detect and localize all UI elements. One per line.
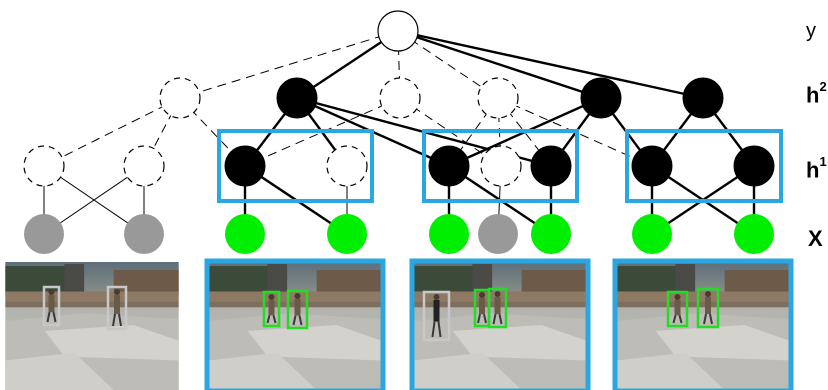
frame-3-highlight <box>409 258 591 390</box>
frame-2-highlight <box>204 258 386 390</box>
node-h1-7 <box>530 145 572 187</box>
edge-y-h2-6 <box>397 29 704 100</box>
frame-4-highlight <box>612 258 794 390</box>
video-frames <box>5 258 794 390</box>
node-x-9 <box>734 214 774 254</box>
group-2-box <box>422 129 579 203</box>
node-h1-9 <box>733 145 775 187</box>
pedestrian-leg <box>672 315 677 324</box>
node-x-2 <box>124 214 164 254</box>
pedestrian-leg <box>46 311 51 323</box>
edge-h2-3-h1-3 <box>244 97 401 167</box>
frame-4 <box>612 258 794 390</box>
detection-box-gray <box>106 285 128 331</box>
pedestrian-leg <box>492 313 497 325</box>
node-h1-6 <box>480 145 522 187</box>
frame-2 <box>204 258 386 390</box>
pedestrian-leg <box>118 313 122 327</box>
node-x-8 <box>632 214 672 254</box>
pedestrian-head <box>294 293 301 299</box>
detection-box-green <box>696 287 720 329</box>
pedestrian-head <box>479 292 485 298</box>
frame-2-image <box>208 262 382 390</box>
pedestrian-head <box>268 294 275 300</box>
label-h1: h1 <box>806 154 827 183</box>
node-x-4 <box>327 214 367 254</box>
pedestrian-head <box>114 289 120 295</box>
node-h1-8 <box>631 145 673 187</box>
pedestrian-leg <box>431 321 436 338</box>
pedestrian-head <box>433 294 440 300</box>
node-h2-5 <box>580 77 622 119</box>
edge-h2-1-h1-1 <box>43 97 181 167</box>
node-h1-4 <box>326 145 368 187</box>
label-y: y <box>806 20 816 42</box>
detection-box-gray <box>422 290 451 342</box>
edge-y-h2-1 <box>179 30 399 99</box>
node-x-5 <box>429 214 469 254</box>
group-3-box <box>625 129 783 203</box>
pedestrian-leg <box>52 311 57 323</box>
pedestrian-leg <box>709 313 713 325</box>
edge-y-h2-5 <box>397 29 602 100</box>
pedestrian-leg <box>298 315 303 326</box>
pedestrian-leg <box>266 315 271 324</box>
detection-box-green <box>666 290 689 328</box>
pedestrian-body <box>705 297 711 315</box>
label-h2: h2 <box>806 79 827 108</box>
frame-1 <box>5 262 179 390</box>
pedestrian-leg <box>292 315 297 326</box>
graph-nodes <box>23 10 775 254</box>
frame-3 <box>409 258 591 390</box>
pedestrian-body <box>479 298 485 315</box>
node-h1-2 <box>123 145 165 187</box>
pedestrian-leg <box>678 315 683 324</box>
node-h2-6 <box>682 77 724 119</box>
frame-1-image <box>5 262 179 390</box>
pedestrian-leg <box>703 313 707 325</box>
pedestrian-leg <box>498 313 503 325</box>
pedestrian-leg <box>483 313 487 324</box>
pedestrian-body <box>268 300 275 316</box>
detection-box-green <box>487 287 508 329</box>
pedestrian-body <box>494 297 501 315</box>
node-h2-2 <box>276 77 318 119</box>
node-x-6 <box>478 214 518 254</box>
node-x-1 <box>24 214 64 254</box>
pedestrian-head <box>48 289 55 295</box>
pedestrian-leg <box>477 313 481 324</box>
pedestrian-head <box>494 291 501 297</box>
detection-box-green <box>262 290 281 328</box>
edge-y-h2-3 <box>397 30 401 99</box>
edge-h1-2-x-1 <box>43 165 145 235</box>
node-h1-5 <box>428 145 470 187</box>
node-h2-1 <box>159 77 201 119</box>
pedestrian-leg <box>112 313 116 327</box>
node-h1-3 <box>224 145 266 187</box>
detection-box-gray <box>42 285 61 327</box>
pedestrian-body <box>674 300 681 316</box>
pedestrian-body <box>114 295 120 314</box>
node-h2-4 <box>477 77 519 119</box>
pedestrian-body <box>48 295 55 313</box>
pedestrian-body <box>433 300 440 322</box>
pedestrian-leg <box>272 315 277 324</box>
node-x-7 <box>531 214 571 254</box>
pedestrian-leg <box>437 321 442 338</box>
pedestrian-body <box>294 299 301 316</box>
group-boxes <box>217 129 783 203</box>
detection-box-green <box>286 289 309 330</box>
node-h2-3 <box>379 77 421 119</box>
pedestrian-head <box>705 291 711 297</box>
node-x-3 <box>225 214 265 254</box>
node-y <box>377 10 419 52</box>
group-1-box <box>217 129 374 203</box>
pedestrian-head <box>674 294 681 300</box>
node-h1-1 <box>23 145 65 187</box>
label-x: X <box>808 226 823 251</box>
